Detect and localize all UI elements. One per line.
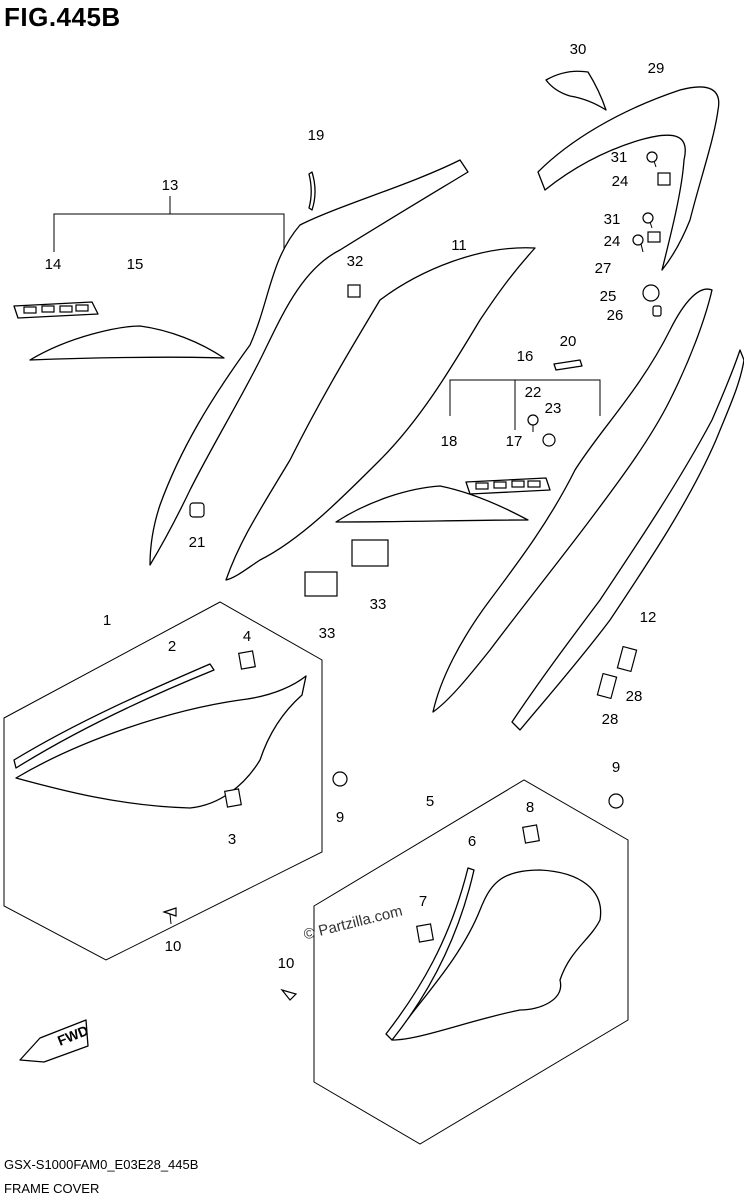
part-4-label[interactable] [238, 650, 256, 670]
part-3-label[interactable] [224, 788, 242, 808]
callout-24-upper: 24 [612, 173, 629, 190]
group-box-5 [313, 779, 629, 1145]
callout-20: 20 [560, 333, 577, 350]
callout-13: 13 [162, 177, 179, 194]
callout-24-lower: 24 [604, 233, 621, 250]
callout-33-right: 33 [370, 596, 387, 613]
callout-8: 8 [526, 799, 534, 816]
callout-10-right: 10 [278, 955, 295, 972]
part-25-grommet[interactable] [642, 284, 660, 302]
callout-28-lower: 28 [602, 711, 619, 728]
part-10-fastener-left[interactable] [162, 907, 177, 925]
diagram-name: FRAME COVER [4, 1181, 100, 1196]
callout-5: 5 [426, 793, 434, 810]
part-9-grommet-left[interactable] [332, 771, 348, 787]
part-33-block-left[interactable] [304, 571, 338, 597]
part-27-bolt[interactable] [632, 234, 644, 253]
part-1-side-cover[interactable] [15, 675, 307, 809]
group-box-1 [3, 601, 323, 961]
part-2-trim[interactable] [13, 663, 215, 769]
callout-31-lower: 31 [604, 211, 621, 228]
callout-33-left: 33 [319, 625, 336, 642]
callout-30: 30 [570, 41, 587, 58]
part-21-nut[interactable] [189, 502, 205, 518]
part-23-grommet[interactable] [542, 433, 556, 447]
part-12-outer-rail[interactable] [511, 349, 744, 731]
callout-9-left: 9 [336, 809, 344, 826]
callout-2: 2 [168, 638, 176, 655]
callout-14: 14 [45, 256, 62, 273]
part-22-screw[interactable] [527, 414, 539, 432]
callout-6: 6 [468, 833, 476, 850]
part-19-trim[interactable] [308, 171, 316, 211]
part-29-tail-cowl[interactable] [537, 86, 720, 271]
callout-11: 11 [451, 237, 467, 254]
part-17-emblem[interactable] [465, 477, 551, 495]
callout-15: 15 [127, 256, 144, 273]
part-28-pad-lower[interactable] [596, 672, 618, 700]
callout-1: 1 [103, 612, 111, 629]
callout-16: 16 [517, 348, 534, 365]
callout-9-right: 9 [612, 759, 620, 776]
part-24-nut-upper[interactable] [657, 172, 671, 186]
part-31-bolt-upper[interactable] [646, 151, 658, 168]
fwd-arrow-badge: FWD [19, 1019, 91, 1063]
part-9-grommet-right[interactable] [608, 793, 624, 809]
part-31-bolt-lower[interactable] [642, 212, 654, 229]
group-bracket-16 [449, 379, 601, 416]
part-11-middle-cover[interactable] [225, 247, 536, 581]
callout-19: 19 [308, 127, 325, 144]
part-8-label[interactable] [522, 824, 540, 844]
part-12-right-frame-cover[interactable] [432, 288, 713, 713]
callout-3: 3 [228, 831, 236, 848]
callout-29: 29 [648, 60, 665, 77]
callout-22: 22 [525, 384, 542, 401]
callout-7: 7 [419, 893, 427, 910]
part-30-pad[interactable] [545, 70, 607, 111]
callout-27: 27 [595, 260, 612, 277]
part-33-block-right[interactable] [351, 539, 389, 567]
callout-21: 21 [189, 534, 206, 551]
callout-31-upper: 31 [611, 149, 628, 166]
callout-10-left: 10 [165, 938, 182, 955]
part-24-nut-lower[interactable] [647, 231, 661, 243]
callout-32: 32 [347, 253, 364, 270]
callout-17: 17 [506, 433, 523, 450]
part-28-pad-upper[interactable] [616, 645, 638, 673]
part-10-fastener-right[interactable] [280, 988, 298, 1001]
part-15-decal[interactable] [29, 325, 225, 361]
figure-title: FIG.445B [4, 2, 121, 32]
callout-4: 4 [243, 628, 251, 645]
group-bracket-13 [53, 213, 285, 252]
part-7-label[interactable] [416, 923, 434, 943]
part-26-collar[interactable] [652, 305, 662, 317]
callout-23: 23 [545, 400, 562, 417]
part-13-left-frame-cover[interactable] [149, 159, 469, 566]
callout-25: 25 [600, 288, 617, 305]
callout-18: 18 [441, 433, 458, 450]
callout-26: 26 [607, 307, 624, 324]
callout-28-upper: 28 [626, 688, 643, 705]
part-18-decal[interactable] [335, 485, 529, 523]
callout-12: 12 [640, 609, 657, 626]
part-20-clip[interactable] [553, 359, 583, 371]
diagram-code: GSX-S1000FAM0_E03E28_445B [4, 1157, 199, 1172]
part-14-emblem[interactable] [13, 301, 99, 319]
part-6-trim[interactable] [385, 867, 475, 1041]
part-5-side-cover[interactable] [391, 869, 602, 1041]
part-32-clip[interactable] [347, 284, 361, 298]
